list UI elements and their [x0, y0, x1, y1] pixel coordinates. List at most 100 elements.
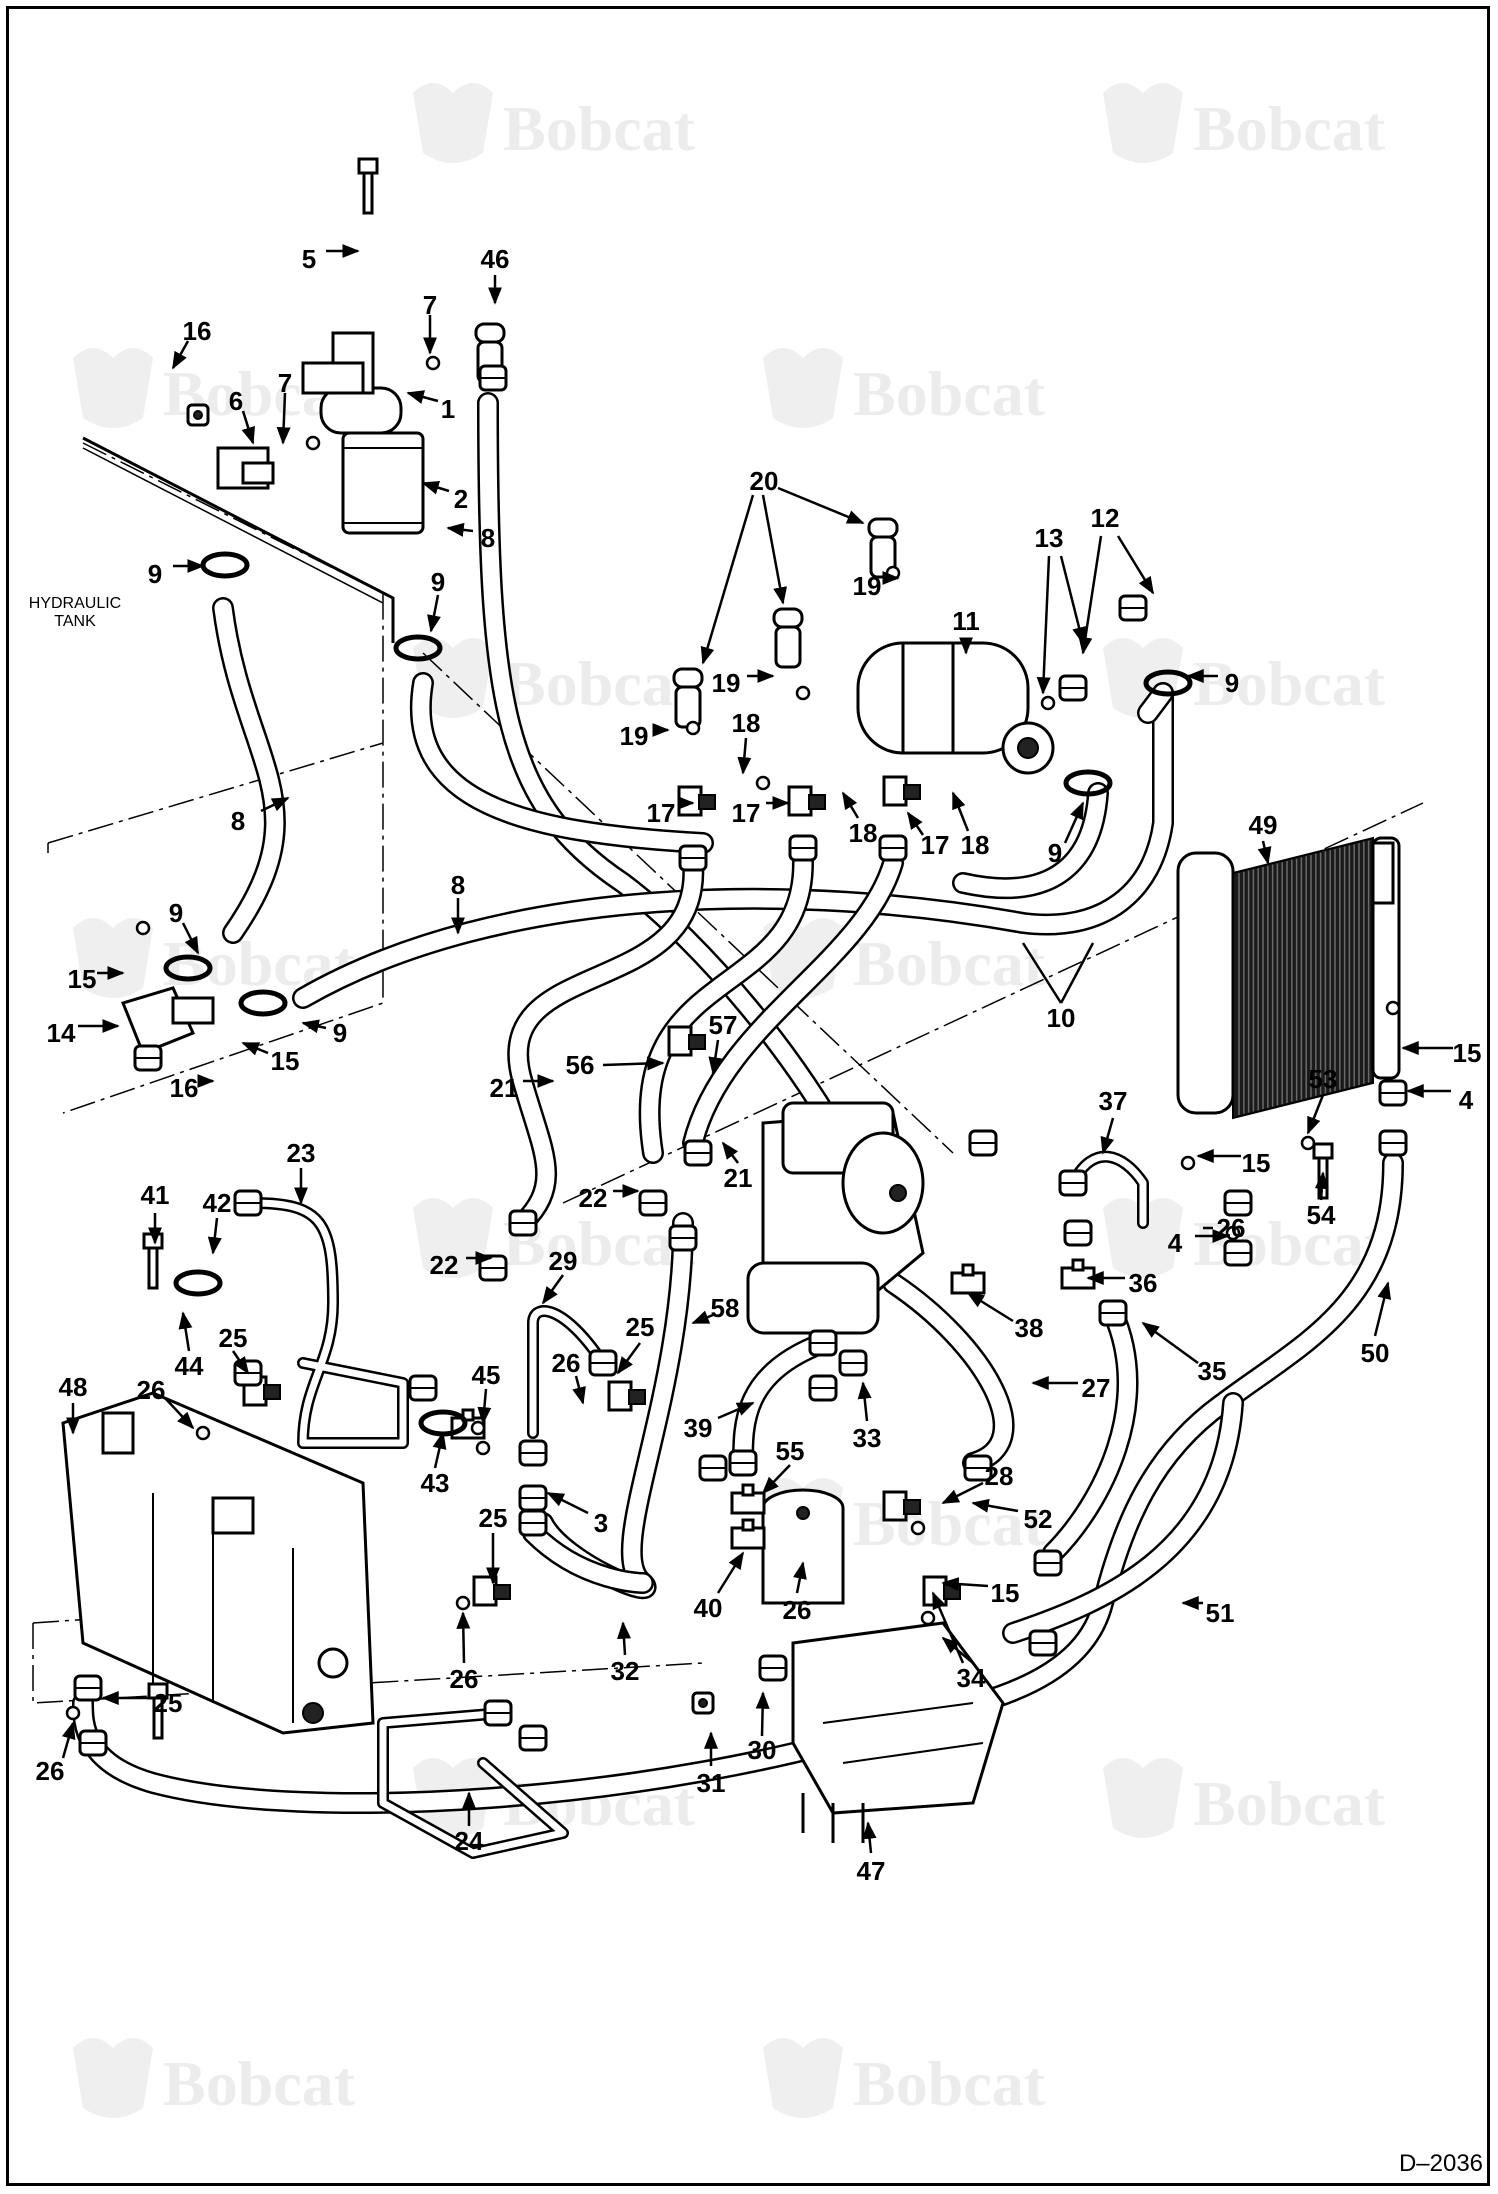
fitting — [518, 1484, 548, 1512]
leader-line — [793, 1561, 807, 1594]
leader-line — [546, 1491, 589, 1515]
leader-line — [231, 1350, 250, 1375]
callout-26: 26 — [552, 1348, 581, 1378]
leader-line — [1257, 840, 1272, 865]
bobcat-logo-icon — [763, 348, 843, 428]
callout-30: 30 — [748, 1735, 777, 1765]
leader-line — [1306, 1094, 1325, 1135]
fitting — [425, 355, 441, 371]
bobcat-logo-icon — [73, 918, 153, 998]
callout-9: 9 — [431, 567, 445, 597]
callout-12: 12 — [1091, 503, 1120, 533]
hose-21-mid — [638, 852, 814, 1164]
callout-22: 22 — [430, 1250, 459, 1280]
auxiliary-control-valve — [791, 1621, 1005, 1843]
leader-line — [301, 1019, 327, 1034]
callout-27: 27 — [1082, 1373, 1111, 1403]
callout-8: 8 — [451, 870, 465, 900]
components — [61, 331, 1401, 1843]
fitting — [1028, 1629, 1058, 1657]
hose-32 — [522, 1522, 654, 1594]
watermark-text: Bobcat — [163, 2048, 356, 2119]
fitting — [638, 1189, 668, 1217]
callout-37: 37 — [1099, 1086, 1128, 1116]
leader-line — [761, 1464, 791, 1495]
callout-15: 15 — [271, 1046, 300, 1076]
leader-line — [178, 1311, 193, 1352]
leader-line — [971, 1498, 1019, 1513]
bobcat-watermark: Bobcat — [413, 638, 696, 719]
callout-24: 24 — [455, 1826, 484, 1856]
callout-13: 13 — [1035, 523, 1064, 553]
fitting — [588, 1349, 618, 1377]
leader-line — [966, 1291, 1014, 1323]
fitting — [683, 1139, 713, 1167]
fitting — [478, 364, 508, 392]
leader-line — [181, 922, 200, 955]
leader-line — [432, 1431, 447, 1469]
leader-line — [541, 1274, 565, 1305]
leader-line — [862, 1821, 877, 1854]
fitting — [65, 1705, 81, 1721]
fitting — [678, 844, 708, 872]
drawing-number: D–2036 — [1399, 2150, 1483, 2177]
leader-line — [691, 1310, 714, 1325]
bobcat-watermark: Bobcat — [1103, 1758, 1386, 1839]
tank-label-line-1: HYDRAULIC — [29, 595, 121, 612]
fitting — [483, 1699, 513, 1727]
callout-29: 29 — [549, 1246, 578, 1276]
hoses — [72, 392, 1404, 1814]
leader-line — [477, 1388, 492, 1425]
fitting — [408, 1374, 438, 1402]
fitting — [882, 1490, 921, 1522]
leader-line — [241, 1041, 269, 1056]
callout-41: 41 — [141, 1180, 170, 1210]
fitting — [470, 1420, 486, 1436]
callout-56: 56 — [566, 1050, 595, 1080]
callout-58: 58 — [711, 1293, 740, 1323]
fitting — [808, 1374, 838, 1402]
callout-25: 25 — [479, 1503, 508, 1533]
tank-label-line-2: TANK — [54, 613, 96, 630]
leader-line — [446, 522, 474, 537]
leader-line — [260, 796, 290, 813]
bobcat-logo-icon — [1103, 1198, 1183, 1278]
callout-16: 16 — [170, 1073, 199, 1103]
fitting — [1058, 674, 1088, 702]
fitting — [963, 1454, 993, 1482]
bobcat-logo-icon — [73, 348, 153, 428]
fitting — [1033, 1549, 1063, 1577]
hose-51 — [1002, 1392, 1244, 1644]
leader-line — [755, 1691, 770, 1737]
fitting — [1098, 1299, 1128, 1327]
fitting — [730, 1483, 766, 1515]
leader-line — [1036, 555, 1051, 695]
callout-15: 15 — [991, 1578, 1020, 1608]
callout-15: 15 — [1453, 1038, 1482, 1068]
fitting — [758, 1654, 788, 1682]
fitting — [968, 1129, 998, 1157]
callout-26: 26 — [450, 1664, 479, 1694]
fitting — [1385, 1000, 1401, 1016]
fitting — [685, 720, 701, 736]
leader-line — [721, 1141, 739, 1164]
leader-line — [616, 1621, 631, 1656]
hose-35 — [1042, 1302, 1139, 1564]
leader-line — [1116, 535, 1155, 595]
callout-4: 4 — [1459, 1085, 1474, 1115]
callout-20: 20 — [750, 466, 779, 496]
fitting — [1058, 1169, 1088, 1197]
leader-line — [941, 1481, 984, 1505]
leader-line — [421, 480, 450, 495]
fitting — [878, 834, 908, 862]
callout-55: 55 — [776, 1436, 805, 1466]
fitting — [133, 1044, 163, 1072]
watermark-text: Bobcat — [853, 358, 1046, 429]
callout-25: 25 — [219, 1323, 248, 1353]
fitting — [772, 607, 804, 669]
fitting — [755, 775, 771, 791]
leader-line — [427, 594, 441, 633]
callout-25: 25 — [154, 1688, 183, 1718]
fitting — [393, 634, 443, 662]
